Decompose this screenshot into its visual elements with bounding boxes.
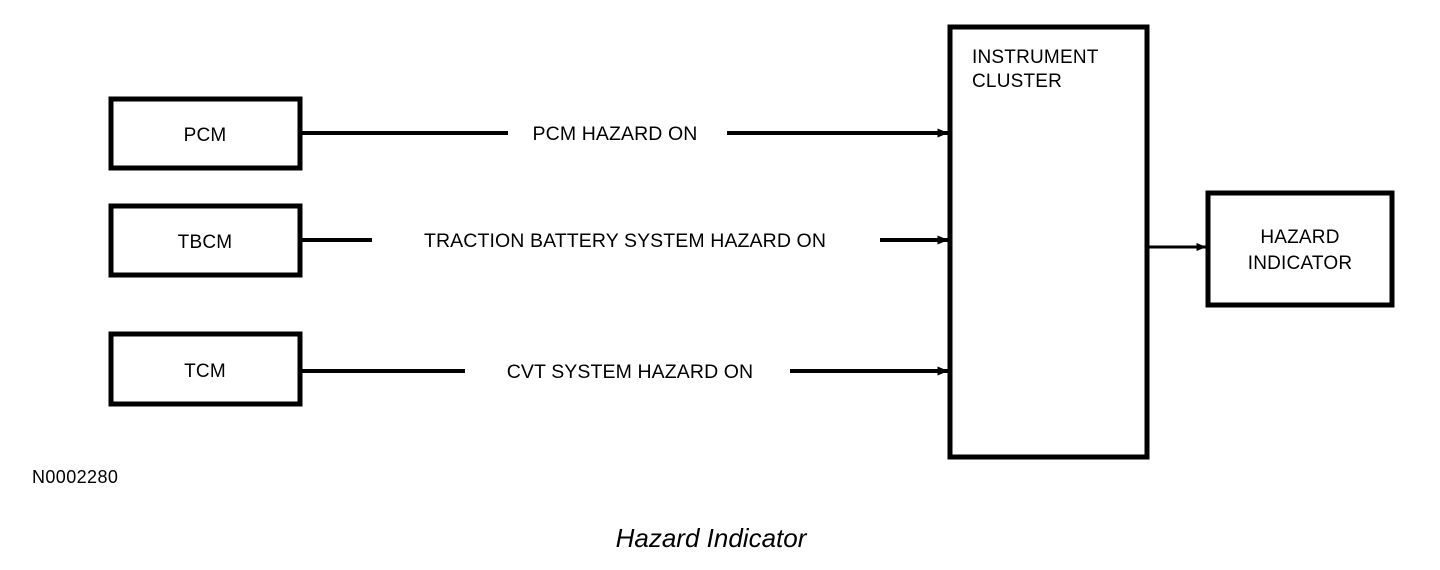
module-box-tcm-rect [108, 331, 303, 407]
signal-traction-battery-label: TRACTION BATTERY SYSTEM HAZARD ON [424, 230, 826, 252]
module-box-instrument-cluster-rect [947, 24, 1150, 460]
module-box-tbcm[interactable]: TBCM [108, 203, 303, 278]
module-box-tbcm-rect [108, 203, 303, 278]
reference-id-label: N0002280 [32, 467, 118, 487]
module-box-tcm[interactable]: TCM [108, 331, 303, 407]
module-box-instrument-cluster-label-line2: CLUSTER [972, 71, 1062, 92]
module-box-hazard-indicator-label-line2: INDICATOR [1248, 253, 1353, 274]
diagram-caption: Hazard Indicator [616, 523, 808, 553]
signal-pcm-hazard-on-label: PCM HAZARD ON [533, 123, 698, 145]
module-box-pcm-label: PCM [184, 125, 227, 146]
module-box-pcm[interactable]: PCM [108, 96, 303, 171]
module-box-hazard-indicator[interactable]: HAZARD INDICATOR [1205, 190, 1395, 308]
module-box-instrument-cluster-label-line1: INSTRUMENT [972, 47, 1099, 68]
module-box-instrument-cluster[interactable]: INSTRUMENT CLUSTER [947, 24, 1150, 460]
signal-traction-battery-system-hazard-on: TRACTION BATTERY SYSTEM HAZARD ON [300, 230, 949, 252]
module-box-pcm-rect [108, 96, 303, 171]
module-box-hazard-indicator-rect [1205, 190, 1395, 308]
signal-cvt-system-label: CVT SYSTEM HAZARD ON [507, 361, 754, 383]
module-box-tbcm-label: TBCM [178, 232, 233, 253]
signal-pcm-hazard-on: PCM HAZARD ON [300, 123, 949, 145]
signal-cvt-system-hazard-on: CVT SYSTEM HAZARD ON [300, 361, 949, 383]
module-box-tcm-label: TCM [184, 361, 226, 382]
module-box-hazard-indicator-label-line1: HAZARD [1260, 227, 1339, 248]
